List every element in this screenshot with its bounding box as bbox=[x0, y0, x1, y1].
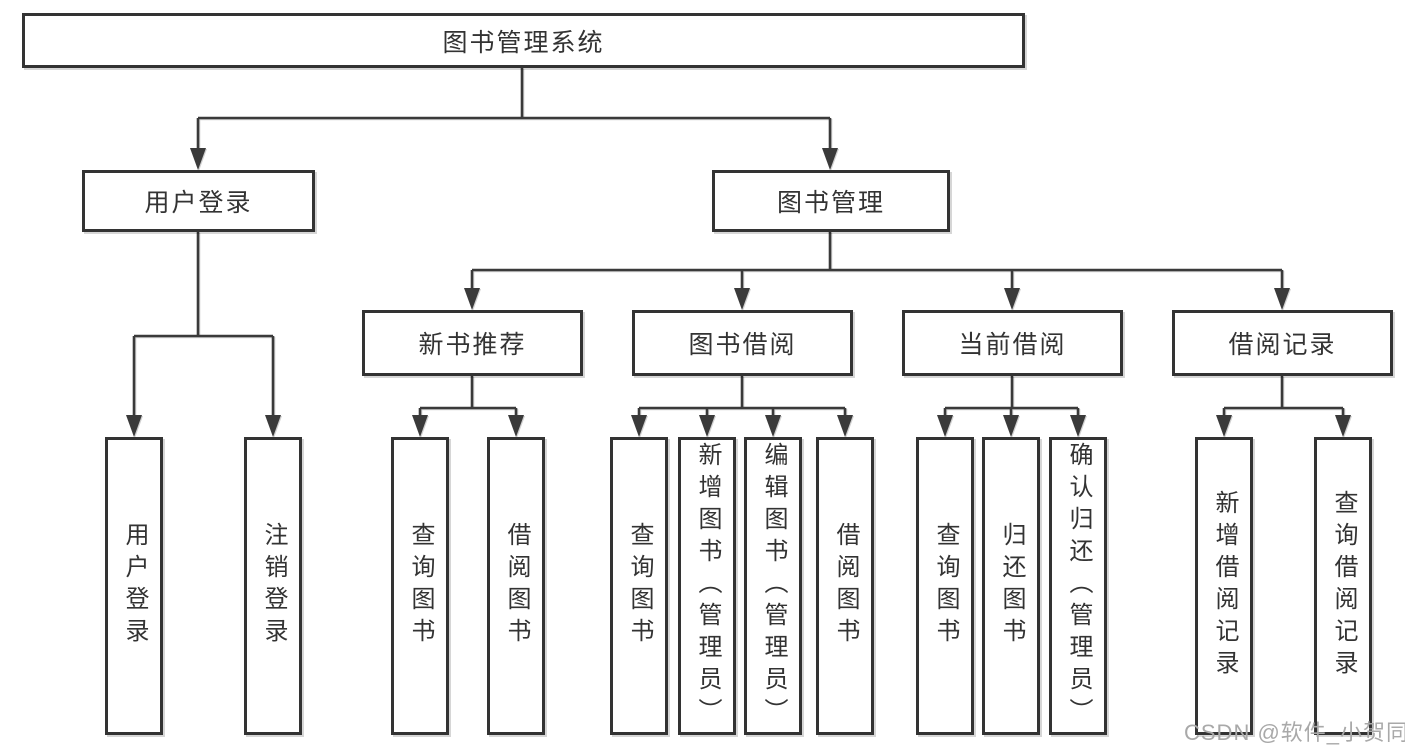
leaf-records-query-record: 查询借阅记录 bbox=[1314, 437, 1372, 735]
watermark: CSDN @软件_小贺同学 bbox=[1184, 720, 1405, 745]
leaf-logout: 注销登录 bbox=[244, 437, 302, 735]
leaf-borrow-borrow-books: 借阅图书 bbox=[816, 437, 874, 735]
node-book-borrow-label: 图书借阅 bbox=[688, 331, 797, 359]
leaf-current-confirm-return-admin: 确认归还（管理员） bbox=[1049, 437, 1107, 735]
node-borrow-records: 借阅记录 bbox=[1172, 310, 1393, 376]
node-new-book-recommend: 新书推荐 bbox=[362, 310, 583, 376]
leaf-records-add-record-label: 新增借阅记录 bbox=[1211, 490, 1238, 682]
leaf-current-query-books: 查询图书 bbox=[916, 437, 974, 735]
node-user-login-label: 用户登录 bbox=[144, 189, 253, 217]
leaf-borrow-edit-books-admin: 编辑图书（管理员） bbox=[744, 437, 802, 735]
leaf-current-confirm-return-admin-label: 确认归还（管理员） bbox=[1065, 442, 1092, 730]
node-new-book-recommend-label: 新书推荐 bbox=[418, 331, 527, 359]
node-root: 图书管理系统 bbox=[22, 13, 1025, 68]
node-borrow-records-label: 借阅记录 bbox=[1228, 331, 1337, 359]
leaf-newbook-query-books-label: 查询图书 bbox=[407, 522, 434, 650]
leaf-current-query-books-label: 查询图书 bbox=[932, 522, 959, 650]
leaf-newbook-borrow-books: 借阅图书 bbox=[487, 437, 545, 735]
leaf-borrow-add-books-admin-label: 新增图书（管理员） bbox=[694, 442, 721, 730]
node-root-label: 图书管理系统 bbox=[442, 28, 605, 57]
leaf-user-login-label: 用户登录 bbox=[121, 522, 148, 650]
node-user-login: 用户登录 bbox=[82, 170, 315, 232]
leaf-user-login: 用户登录 bbox=[105, 437, 163, 735]
arrowheads bbox=[126, 148, 1351, 437]
leaf-current-return-books-label: 归还图书 bbox=[998, 522, 1025, 650]
leaf-records-query-record-label: 查询借阅记录 bbox=[1330, 490, 1357, 682]
node-current-borrow: 当前借阅 bbox=[902, 310, 1123, 376]
leaf-records-add-record: 新增借阅记录 bbox=[1195, 437, 1253, 735]
leaf-current-return-books: 归还图书 bbox=[982, 437, 1040, 735]
leaf-newbook-query-books: 查询图书 bbox=[391, 437, 449, 735]
leaf-borrow-add-books-admin: 新增图书（管理员） bbox=[678, 437, 736, 735]
leaf-borrow-query-books-label: 查询图书 bbox=[626, 522, 653, 650]
leaf-borrow-query-books: 查询图书 bbox=[610, 437, 668, 735]
node-book-borrow: 图书借阅 bbox=[632, 310, 853, 376]
leaf-borrow-edit-books-admin-label: 编辑图书（管理员） bbox=[760, 442, 787, 730]
node-book-management: 图书管理 bbox=[712, 170, 950, 232]
leaf-borrow-borrow-books-label: 借阅图书 bbox=[832, 522, 859, 650]
leaf-newbook-borrow-books-label: 借阅图书 bbox=[503, 522, 530, 650]
leaf-logout-label: 注销登录 bbox=[260, 522, 287, 650]
node-book-management-label: 图书管理 bbox=[776, 189, 885, 217]
node-current-borrow-label: 当前借阅 bbox=[958, 331, 1067, 359]
